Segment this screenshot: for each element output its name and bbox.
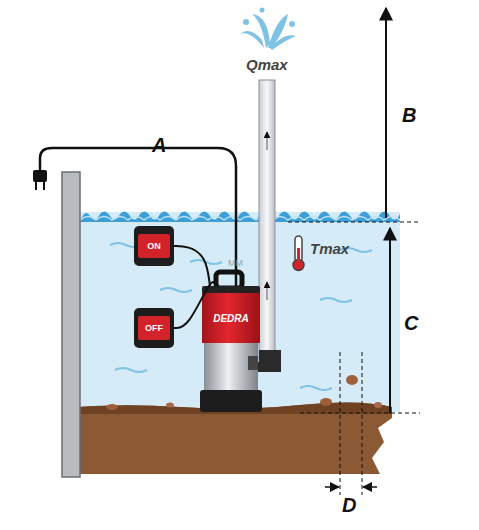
dimension-letter: C xyxy=(404,312,418,335)
illustration-part xyxy=(240,31,264,48)
illustration-part xyxy=(252,14,270,48)
illustration-part xyxy=(346,375,358,385)
illustration-part xyxy=(374,402,382,408)
plug-pin xyxy=(35,182,37,190)
illustration-part xyxy=(243,19,249,25)
water-spray xyxy=(240,8,296,51)
pump-motor-housing xyxy=(202,293,260,343)
float-switch-label: OFF xyxy=(138,316,170,340)
illustration-part xyxy=(300,386,332,390)
illustration-part xyxy=(320,298,352,302)
illustration-part xyxy=(106,404,118,410)
illustration-part xyxy=(270,35,296,50)
dimension-letter: A xyxy=(152,134,166,157)
float-cable xyxy=(174,282,216,328)
dimension-letter: D xyxy=(342,494,356,517)
illustration-part xyxy=(80,217,400,221)
float-switch-label: ON xyxy=(138,234,170,258)
dimension-arrow xyxy=(363,486,377,488)
dimension-arrow xyxy=(389,228,391,413)
pump-cap xyxy=(202,286,260,294)
pump-body xyxy=(204,343,258,391)
brand-text: DEDRA xyxy=(213,313,249,324)
extension-line xyxy=(362,352,363,495)
dimension-arrow xyxy=(385,8,387,218)
illustration-part xyxy=(260,8,265,13)
illustration-part xyxy=(166,403,174,408)
illustration-part xyxy=(115,368,147,372)
thermometer-level xyxy=(297,248,300,262)
float-cable xyxy=(174,246,210,286)
pump-brand-panel: DEDRA xyxy=(202,293,260,343)
illustration-part xyxy=(80,211,400,222)
extension-line xyxy=(340,352,341,495)
thermometer xyxy=(295,236,302,262)
illustration-part xyxy=(160,288,192,292)
level-line xyxy=(300,413,420,414)
illustration-part xyxy=(289,21,295,27)
flow-arrow xyxy=(267,282,268,300)
illustration-part xyxy=(320,398,332,406)
float-switch-body xyxy=(134,226,174,266)
watermark: MM xyxy=(228,258,243,268)
wall xyxy=(62,172,80,477)
rating-label: Qmax xyxy=(246,56,288,73)
level-line xyxy=(288,222,420,223)
plug xyxy=(33,170,47,182)
pump-handle xyxy=(216,272,242,288)
flow-arrow xyxy=(267,132,268,150)
water-body xyxy=(80,212,400,412)
dimension-arrow xyxy=(325,486,339,488)
rating-label: Tmax xyxy=(310,240,349,257)
plug-pin xyxy=(43,182,45,190)
discharge-pipe xyxy=(259,80,275,362)
switch-state-text: ON xyxy=(147,241,161,251)
switch-state-text: OFF xyxy=(145,323,163,333)
float-switch-body xyxy=(134,308,174,348)
pump-base xyxy=(200,390,262,412)
dimension-letter: B xyxy=(402,104,416,127)
water-waves xyxy=(80,211,400,222)
pump-outlet xyxy=(248,356,258,370)
power-cord xyxy=(40,148,236,292)
